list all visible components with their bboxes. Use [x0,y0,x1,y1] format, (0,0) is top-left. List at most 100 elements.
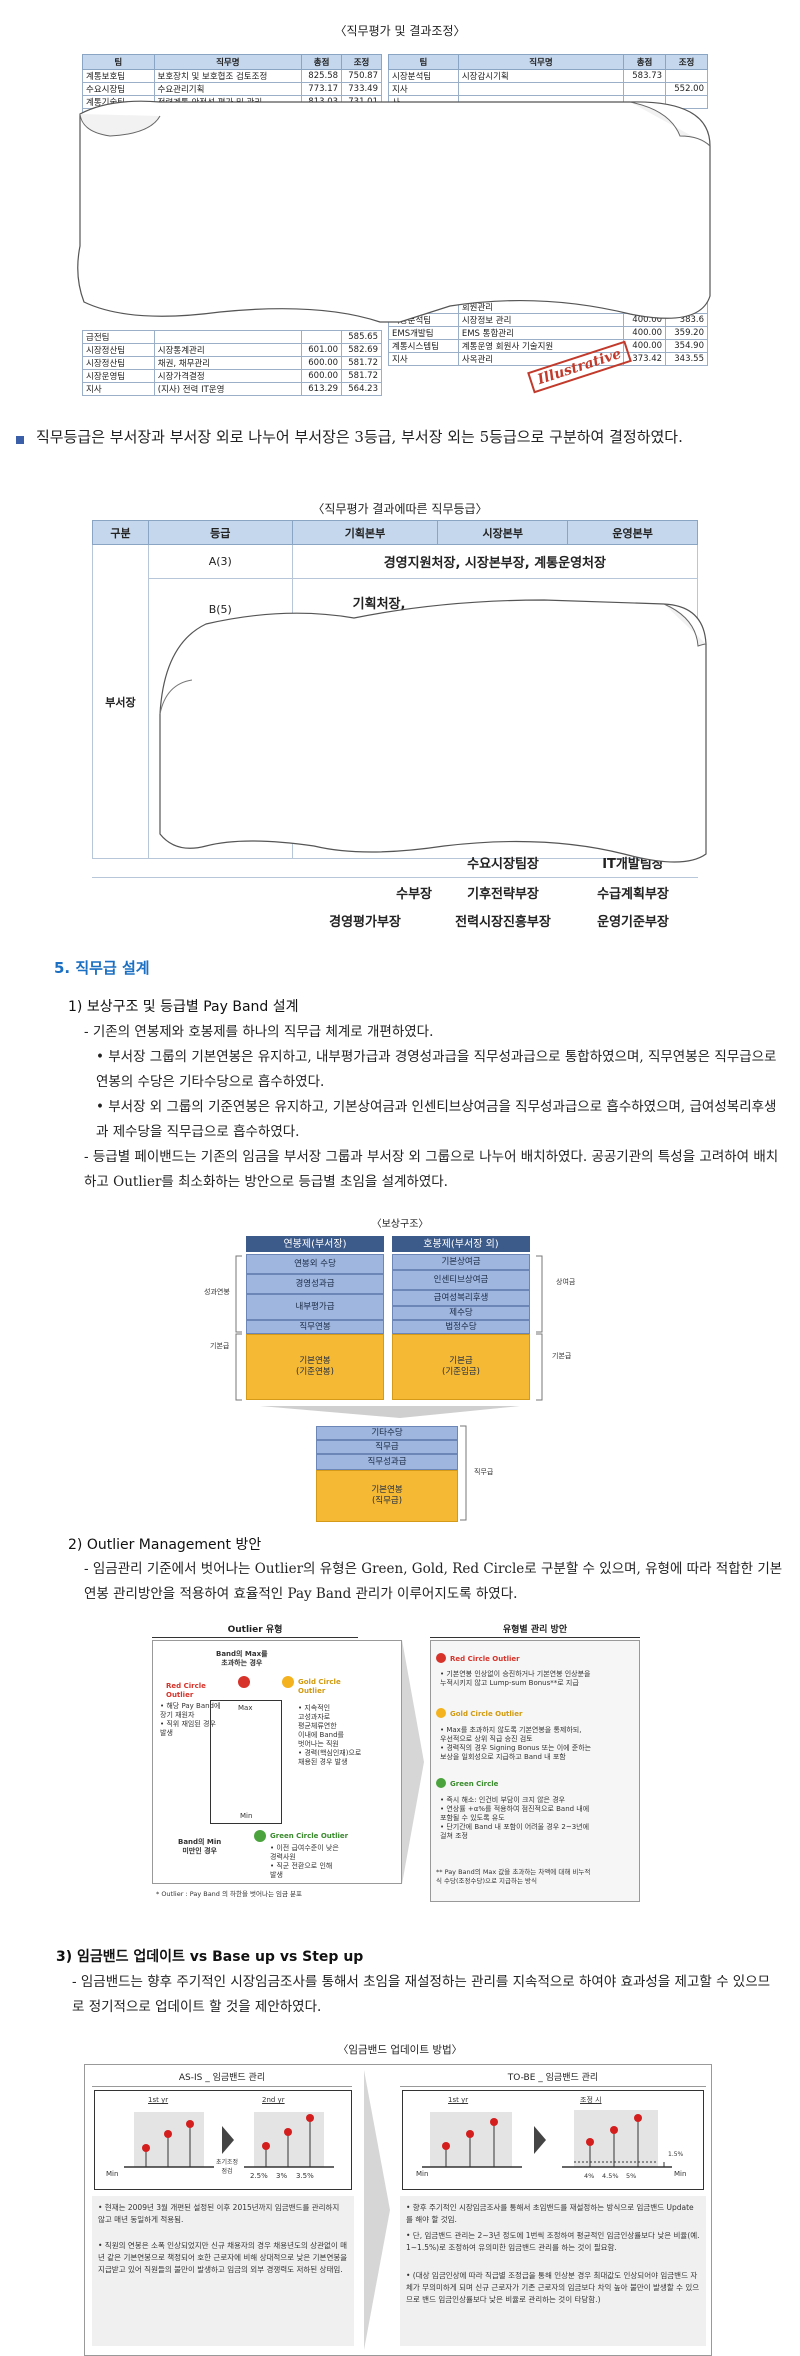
grade-paragraph: 직무등급은 부서장과 부서장 외로 나누어 부서장은 3등급, 부서장 외는 5… [36,428,683,446]
salary-table-cell: 581.72 [341,356,382,370]
red-circle-desc: • 해당 Pay Band에 장기 재원자 • 직위 재임된 경우 발생 [160,1702,221,1737]
salary-table-cell: 수요관리기획 [153,82,303,96]
outlier-band-box [210,1700,282,1824]
salary-table-cell: 601.00 [301,343,343,357]
asis-note: • 직원의 연봉은 소폭 인상되었지만 신규 채용자의 경우 채용년도의 상관없… [98,2241,348,2274]
salary-table-cell: 564.23 [341,382,382,396]
outlier-left-title: Outlier 유형 [152,1622,358,1638]
outlier-min: Min [240,1812,253,1820]
asis-point [306,2114,314,2122]
arrow-right-icon [534,2126,546,2154]
tobe-chart-frame [402,2090,704,2190]
salary-table-cell: 채권, 채무관리 [153,356,303,370]
red-circle-icon [436,1653,446,1663]
r-green-title: Green Circle [450,1780,499,1788]
section-5-p1: - 기존의 연봉제와 호봉제를 하나의 직무급 체계로 개편하였다. [84,1024,434,1040]
comp-left-base: 기본연봉 (기준연봉) [246,1334,384,1400]
salary-table-cell: (지사) 전력 IT운영 [153,382,303,396]
comp-right-item: 급여성복리후생 [392,1290,530,1306]
outlier-paragraph: - 임금관리 기준에서 벗어나는 Outlier의 유형은 Green, Gol… [84,1561,783,1602]
r-gold-title: Gold Circle Outlier [450,1710,523,1718]
gold-circle-icon [282,1676,294,1688]
grade-a-departments: 경영지원처장, 시장본부장, 계통운영처장 [291,544,699,579]
salary-table-cell: 지사 [388,352,459,366]
asis-pct: 2.5% [250,2172,268,2180]
salary-table-cell: 시장가격결정 [153,369,303,383]
salary-table-cell: 750.87 [341,69,382,83]
asis-note: • 현재는 2009년 3월 개편된 설정된 이후 2015년까지 임금밴드를 … [98,2203,340,2224]
r-green-desc: • 즉시 해소: 인건비 부담이 크지 않은 경우 • 연상률 +α%를 적용하… [440,1796,590,1840]
section-5-1-title: 1) 보상구조 및 등급별 Pay Band 설계 [68,999,299,1015]
col-adjust: 조정 [665,54,708,70]
salary-table-cell: 보호장치 및 보호협조 검토조정 [153,69,303,83]
green-circle-desc: • 이전 급여수준이 낮은 경력사원 • 직군 전환으로 인해 발생 [270,1844,339,1879]
arrow-right-icon [222,2126,234,2154]
salary-table-cell: 354.90 [665,339,708,353]
tobe-note: • 향후 주기적인 시장임금조사를 통해서 초임밴드를 재설정하는 방식으로 임… [406,2203,694,2224]
tobe-note: • 단, 임금밴드 관리는 2~3년 정도에 1번씩 조정하여 평균적인 임금인… [406,2231,700,2252]
asis-yr2: 2nd yr [262,2096,285,2104]
col-team: 팀 [388,54,459,70]
tobe-adjust: 조정 시 [580,2096,602,2104]
grade-a-cell: A(3) [147,544,293,579]
chevron-right-icon [402,1640,424,1884]
grade-bottom-cell: 전력시장진흥부장 [455,914,551,930]
col-adjust: 조정 [341,54,382,70]
salary-table-cell: 계통시스템팀 [388,339,459,353]
salary-table-cell: 581.72 [341,369,382,383]
comp-label-bonus: 상여금 [556,1278,576,1286]
r-footnote: ** Pay Band의 Max 값을 초과하는 차액에 대해 비누적 식 수당… [436,1868,591,1885]
tobe-pct: 5% [626,2172,637,2180]
r-red-desc: • 기본연봉 인상없이 승진하거나 기본연봉 인상분을 누적시키지 않고 Lum… [440,1670,591,1687]
outlier-max-label: Band의 Max를 초과하는 경우 [216,1650,268,1667]
salary-table-cell: 수요시장팀 [82,82,155,96]
salary-table-cell [665,95,708,109]
salary-table-cell [623,82,667,96]
comp-label-base-right: 기본급 [552,1352,572,1360]
salary-table-cell: 825.58 [301,69,343,83]
asis-point [142,2144,150,2152]
col-team: 팀 [82,54,155,70]
baseup-caption: 〈임금밴드 업데이트 방법〉 [337,2044,463,2056]
section-5-title: 5. 직무급 설계 [54,959,150,977]
comp-left-item: 직무연봉 [246,1320,384,1334]
comp-merged-base: 기본연봉 (직무급) [316,1470,458,1522]
grade-table-caption: 〈직무평가 결과에따른 직무등급〉 [312,502,488,516]
grade-group-cell: 부서장 [92,544,149,859]
gold-circle-icon [436,1708,446,1718]
asis-yr1: 1st yr [148,2096,169,2104]
chevron-right-icon [364,2070,390,2350]
salary-table-cell: 582.69 [341,343,382,357]
comp-merged-item: 직무급 [316,1440,458,1454]
red-circle-title: Red Circle Outlier [166,1682,206,1699]
asis-notes-bg [92,2196,354,2346]
salary-table-cell: 343.55 [665,352,708,366]
salary-table-right-bottom: 회원관리400.00시장분석팀시장정보 관리400.00383.6EMS개발팀E… [388,300,708,366]
salary-table-cell: 600.00 [301,369,343,383]
asis-chart-frame [94,2090,352,2190]
asis-pct: 3.5% [296,2172,314,2180]
salary-table-cell: 552.00 [665,82,708,96]
outlier-footnote: * Outlier : Pay Band 의 하한을 벗어나는 임금 분포 [156,1890,303,1898]
comp-right-base: 기본급 (기준임금) [392,1334,530,1400]
comp-right-item: 제수당 [392,1306,530,1320]
salary-table-cell: 733.49 [341,82,382,96]
outlier-min-label: Band의 Min 미만인 경우 [178,1838,222,1855]
asis-point [186,2120,194,2128]
comp-right-header: 호봉제(부서장 외) [392,1236,530,1252]
red-circle-icon [238,1676,250,1688]
tobe-step: 1.5% [668,2151,684,2158]
baseup-paragraph: - 임금밴드는 향후 주기적인 시장임금조사를 통해서 초임을 재설정하는 관리… [72,1974,771,2015]
salary-table-cell: 583.73 [623,69,667,83]
grade-bottom-cell: IT개발팀장 [602,857,664,872]
comp-right-item: 기본상여금 [392,1254,530,1270]
tobe-point [490,2118,498,2126]
tobe-point [610,2126,618,2134]
comp-label-perf: 성과연봉 [204,1288,230,1296]
